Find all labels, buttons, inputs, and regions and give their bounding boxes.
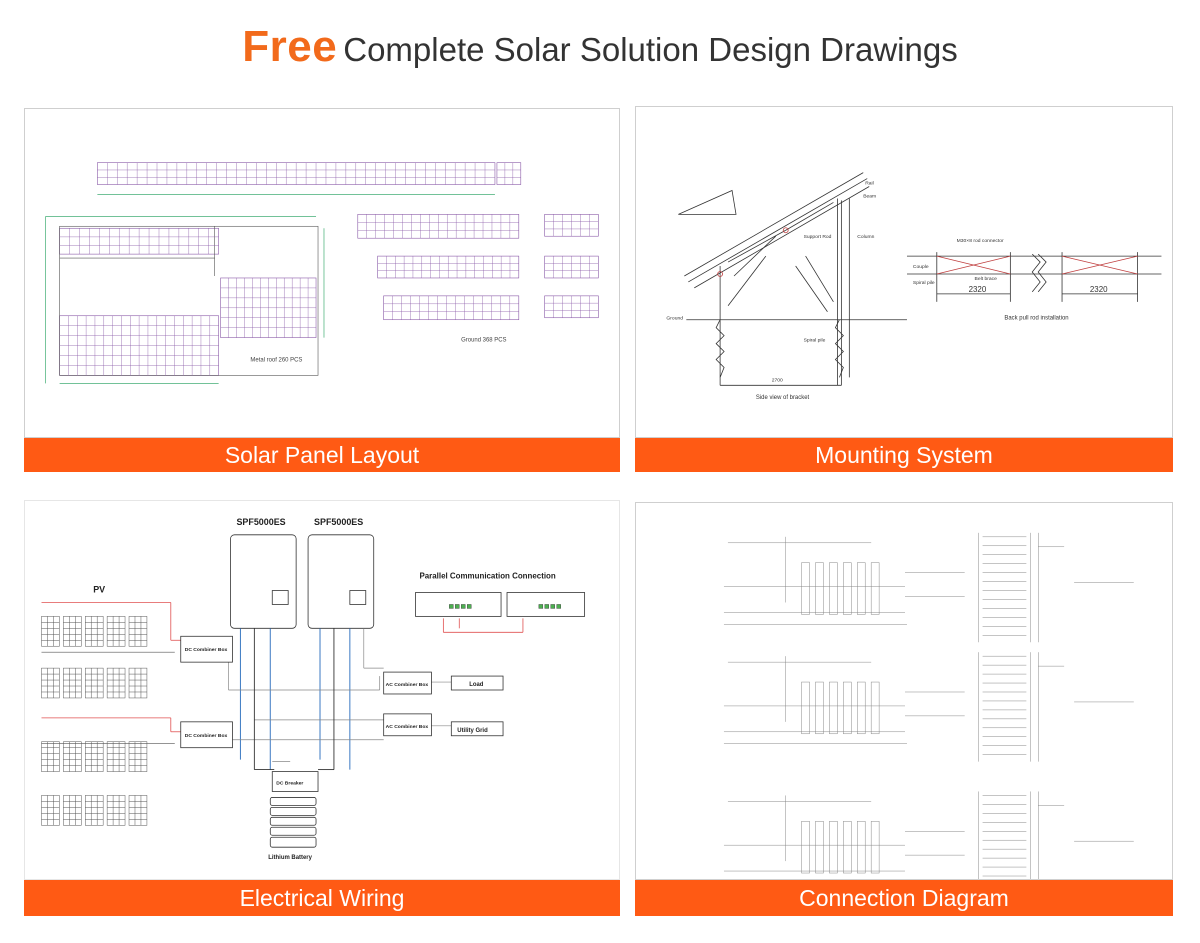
dc-combiner-1-label: DC Combiner Box [185,647,228,653]
ac-combiner-box-1 [383,671,432,695]
ac-combiner-2-label: AC Combiner Box [386,724,429,730]
solar-panel-layout-card: Metal roof 260 PCS Ground 368 PCS [24,108,620,438]
title-highlight: Free [242,22,338,71]
parallel-communication-label: Parallel Communication Connection [419,572,555,581]
spiral-pile-label: Spiral pile [804,338,826,344]
electrical-wiring-caption: Electrical Wiring [24,880,620,916]
connection-diagram-caption: Connection Diagram [635,880,1173,916]
inverter-1-label: SPF5000ES [236,517,285,527]
dc-breaker-label: DC Breaker [276,781,303,787]
utility-grid-box [450,721,504,737]
column-label: Column [857,234,874,240]
couple-label: Couple [913,264,929,270]
inverter-2-label: SPF5000ES [314,517,363,527]
solar-panel-layout-drawing: Metal roof 260 PCS Ground 368 PCS [45,162,599,384]
dim-2320-left: 2320 [969,285,987,294]
inverter-2 [307,534,375,629]
support-rod-label: Support Rod [804,234,832,240]
dc-combiner-box-1 [180,635,233,663]
dc-breaker-box [271,771,319,792]
title-text: Complete Solar Solution Design Drawings [343,31,958,68]
connection-diagram-drawing [723,532,1134,879]
pv-label: PV [93,585,105,595]
electrical-wiring-drawing: SPF5000ES SPF5000ES PV [41,517,586,861]
spiral-pile-label-2: Spiral pile [913,280,935,286]
connection-diagram-card [635,502,1173,880]
dc-combiner-2-label: DC Combiner Box [185,733,228,739]
rail-label: Rail [865,181,874,187]
electrical-wiring-card: SPF5000ES SPF5000ES PV [24,500,620,880]
ac-combiner-1-label: AC Combiner Box [386,682,429,688]
lithium-battery-label: Lithium Battery [268,855,312,861]
solar-panel-layout-caption: Solar Panel Layout [24,438,620,472]
dim-2320-right: 2320 [1090,285,1108,294]
inverter-1 [230,534,297,629]
mounting-system-card: Rail Beam Column Support Rod Ground Spir… [635,106,1173,438]
beam-label: Beam [863,193,876,199]
mounting-system-caption: Mounting System [635,438,1173,472]
belt-label: Belt brace [975,276,998,282]
load-label: Load [469,682,484,688]
back-pull-label: Back pull rod installation [1004,316,1068,322]
ac-combiner-box-2 [383,713,432,737]
dc-combiner-box-2 [180,721,233,749]
ground-label-mount: Ground [666,316,683,322]
side-view-label: Side view of bracket [756,395,810,401]
ground-label: Ground 368 PCS [461,338,506,344]
metal-roof-label: Metal roof 260 PCS [250,357,302,363]
load-box [450,675,504,691]
utility-grid-label: Utility Grid [457,728,488,734]
lithium-battery-stack [269,797,317,848]
mounting-system-drawing: Rail Beam Column Support Rod Ground Spir… [666,172,1162,401]
rod-connector-label: M30×8 rod connector [957,238,1004,244]
dim-2700: 2700 [772,377,783,383]
